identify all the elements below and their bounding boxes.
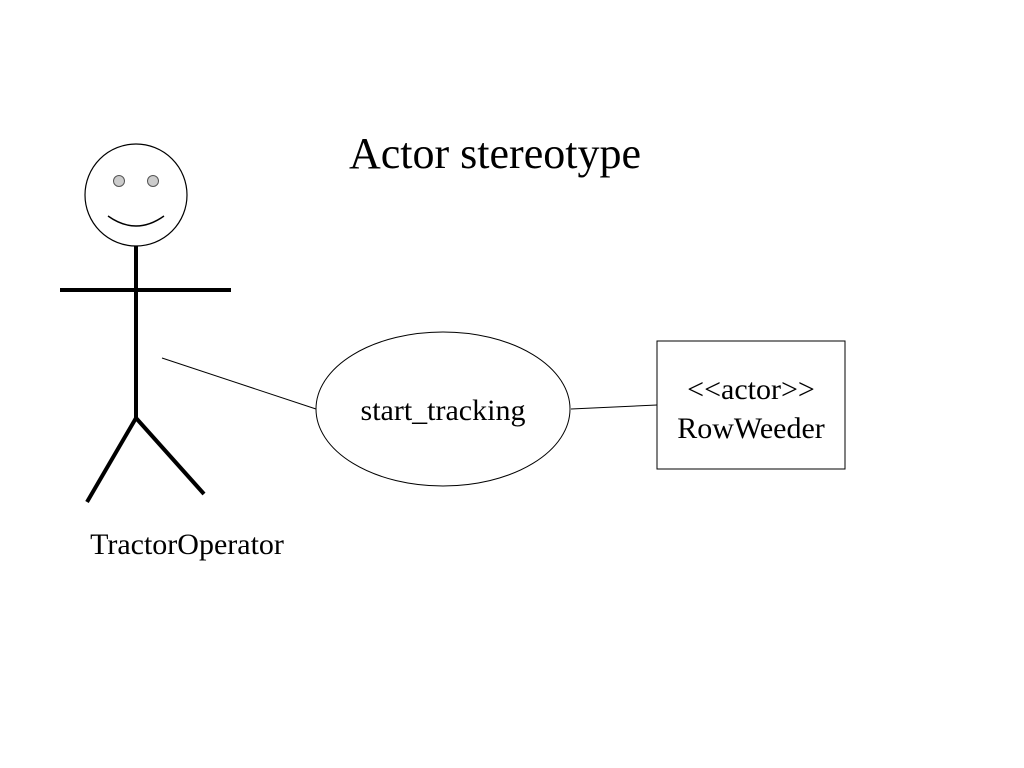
stereotyped-actor-name: RowWeeder xyxy=(677,412,825,445)
stereotype-label: <<actor>> xyxy=(687,373,815,406)
association-usecase-rowweeder xyxy=(570,404,658,410)
actor-smile xyxy=(107,215,165,227)
actor-head xyxy=(84,143,188,247)
actor-right-leg xyxy=(134,416,206,496)
stick-figure-icon[interactable] xyxy=(60,143,231,504)
stereotyped-actor-box[interactable]: <<actor>> RowWeeder xyxy=(656,340,846,470)
actor-left-eye xyxy=(113,175,125,187)
actor-right-eye xyxy=(147,175,159,187)
stereotyped-actor-rect xyxy=(656,340,846,470)
actor-name-label: TractorOperator xyxy=(90,528,284,561)
use-case-ellipse xyxy=(315,331,571,487)
use-case-label: start_tracking xyxy=(361,394,526,427)
association-actor-usecase xyxy=(161,357,317,410)
actor-left-leg xyxy=(85,416,138,504)
use-case[interactable]: start_tracking xyxy=(315,331,571,487)
diagram-title: Actor stereotype xyxy=(349,129,641,178)
